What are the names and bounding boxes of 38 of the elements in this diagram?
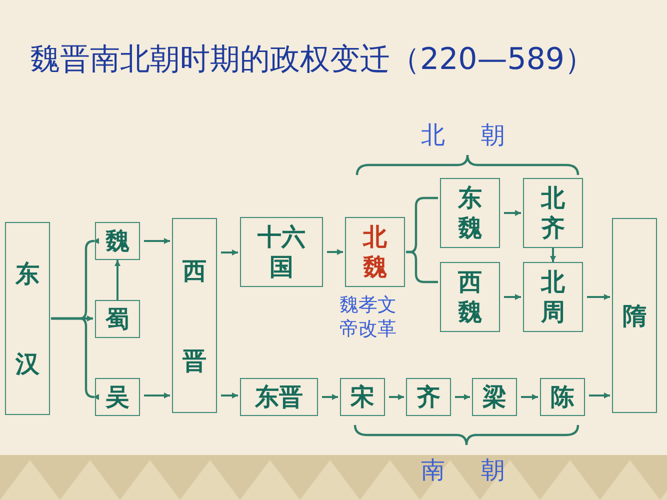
state-box: 宋 [340, 378, 385, 416]
arrow [521, 394, 538, 400]
state-box: 梁 [472, 378, 517, 416]
arrow [322, 394, 338, 400]
note: 魏孝文帝改革 [338, 293, 398, 341]
state-box: 魏 [95, 222, 140, 260]
arrow [144, 238, 170, 244]
arrow [114, 260, 120, 300]
arrow [327, 249, 343, 255]
arrow [550, 248, 556, 262]
state-box: 齐 [406, 378, 451, 416]
brace-connector [51, 317, 99, 400]
group-label: 北 朝 [420, 120, 506, 150]
state-box: 北齐 [523, 178, 583, 248]
arrow [221, 250, 238, 256]
state-box: 东晋 [240, 378, 318, 416]
group-label: 南 朝 [420, 455, 506, 485]
arrow [221, 392, 238, 398]
state-box: 十六国 [240, 217, 323, 287]
state-box: 东汉 [5, 222, 50, 415]
state-box: 北周 [523, 262, 583, 332]
arrow [455, 394, 470, 400]
state-box: 西晋 [172, 218, 217, 413]
arrow [587, 294, 610, 300]
state-box: 吴 [95, 378, 140, 416]
state-box: 东魏 [440, 178, 500, 248]
state-box: 隋 [612, 218, 657, 413]
brace-connector [406, 250, 438, 284]
state-box: 蜀 [95, 300, 140, 338]
arrow [504, 210, 521, 216]
state-box: 北魏 [345, 217, 405, 287]
state-box: 陈 [540, 378, 585, 416]
arrow [389, 394, 404, 400]
arrow [144, 392, 170, 398]
arrow [504, 294, 521, 300]
title: 魏晋南北朝时期的政权变迁（220—589） [30, 41, 595, 79]
state-box: 西魏 [440, 262, 500, 332]
arrow [589, 392, 610, 398]
